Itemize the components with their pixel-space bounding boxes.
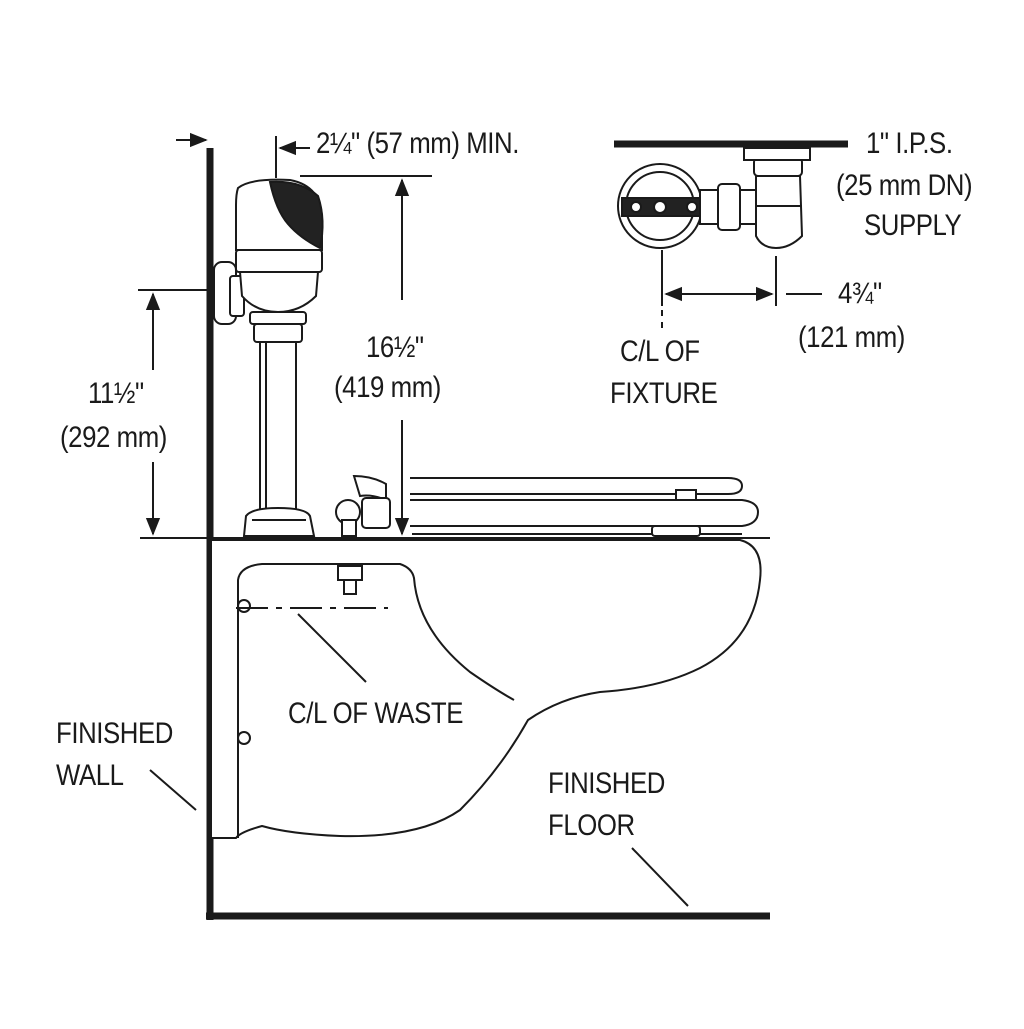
finished-wall-label-line2: WALL	[56, 759, 124, 792]
offset-label-line1: 4¾"	[838, 277, 882, 310]
waste-centerline-label: C/L OF WASTE	[288, 697, 463, 730]
wall-leader-line	[149, 769, 197, 811]
flush-valve-top-view	[617, 147, 811, 250]
finished-floor-label-line1: FINISHED	[548, 767, 665, 800]
height-11-label-line1: 11½"	[88, 377, 144, 410]
toilet-seat-and-lid	[335, 474, 760, 537]
floor-leader-line	[631, 847, 689, 907]
valve-clearance-label: 2¼" (57 mm) MIN.	[316, 127, 519, 160]
flush-valve-side-view	[213, 178, 324, 537]
fixture-centerline-label-line2: FIXTURE	[610, 377, 718, 410]
supply-label-line3: SUPPLY	[864, 209, 962, 242]
supply-label-line1: 1" I.P.S.	[866, 127, 953, 160]
offset-dimension	[661, 250, 822, 328]
waste-centerline	[236, 607, 388, 683]
fixture-centerline-label-line1: C/L OF	[620, 335, 700, 368]
height-16-label-line2: (419 mm)	[334, 371, 441, 404]
finished-floor-label-line2: FLOOR	[548, 809, 635, 842]
height-16-dimension	[300, 175, 432, 536]
supply-label-line2: (25 mm DN)	[836, 169, 973, 202]
finished-wall-label-line1: FINISHED	[56, 717, 173, 750]
height-11-dimension	[138, 289, 212, 536]
sensor-cap-icon	[268, 180, 324, 250]
height-11-label-line2: (292 mm)	[60, 421, 167, 454]
offset-label-line2: (121 mm)	[798, 321, 905, 354]
toilet-bowl	[212, 539, 762, 839]
height-16-label-line1: 16½"	[366, 331, 424, 364]
clearance-dimension	[176, 132, 310, 178]
